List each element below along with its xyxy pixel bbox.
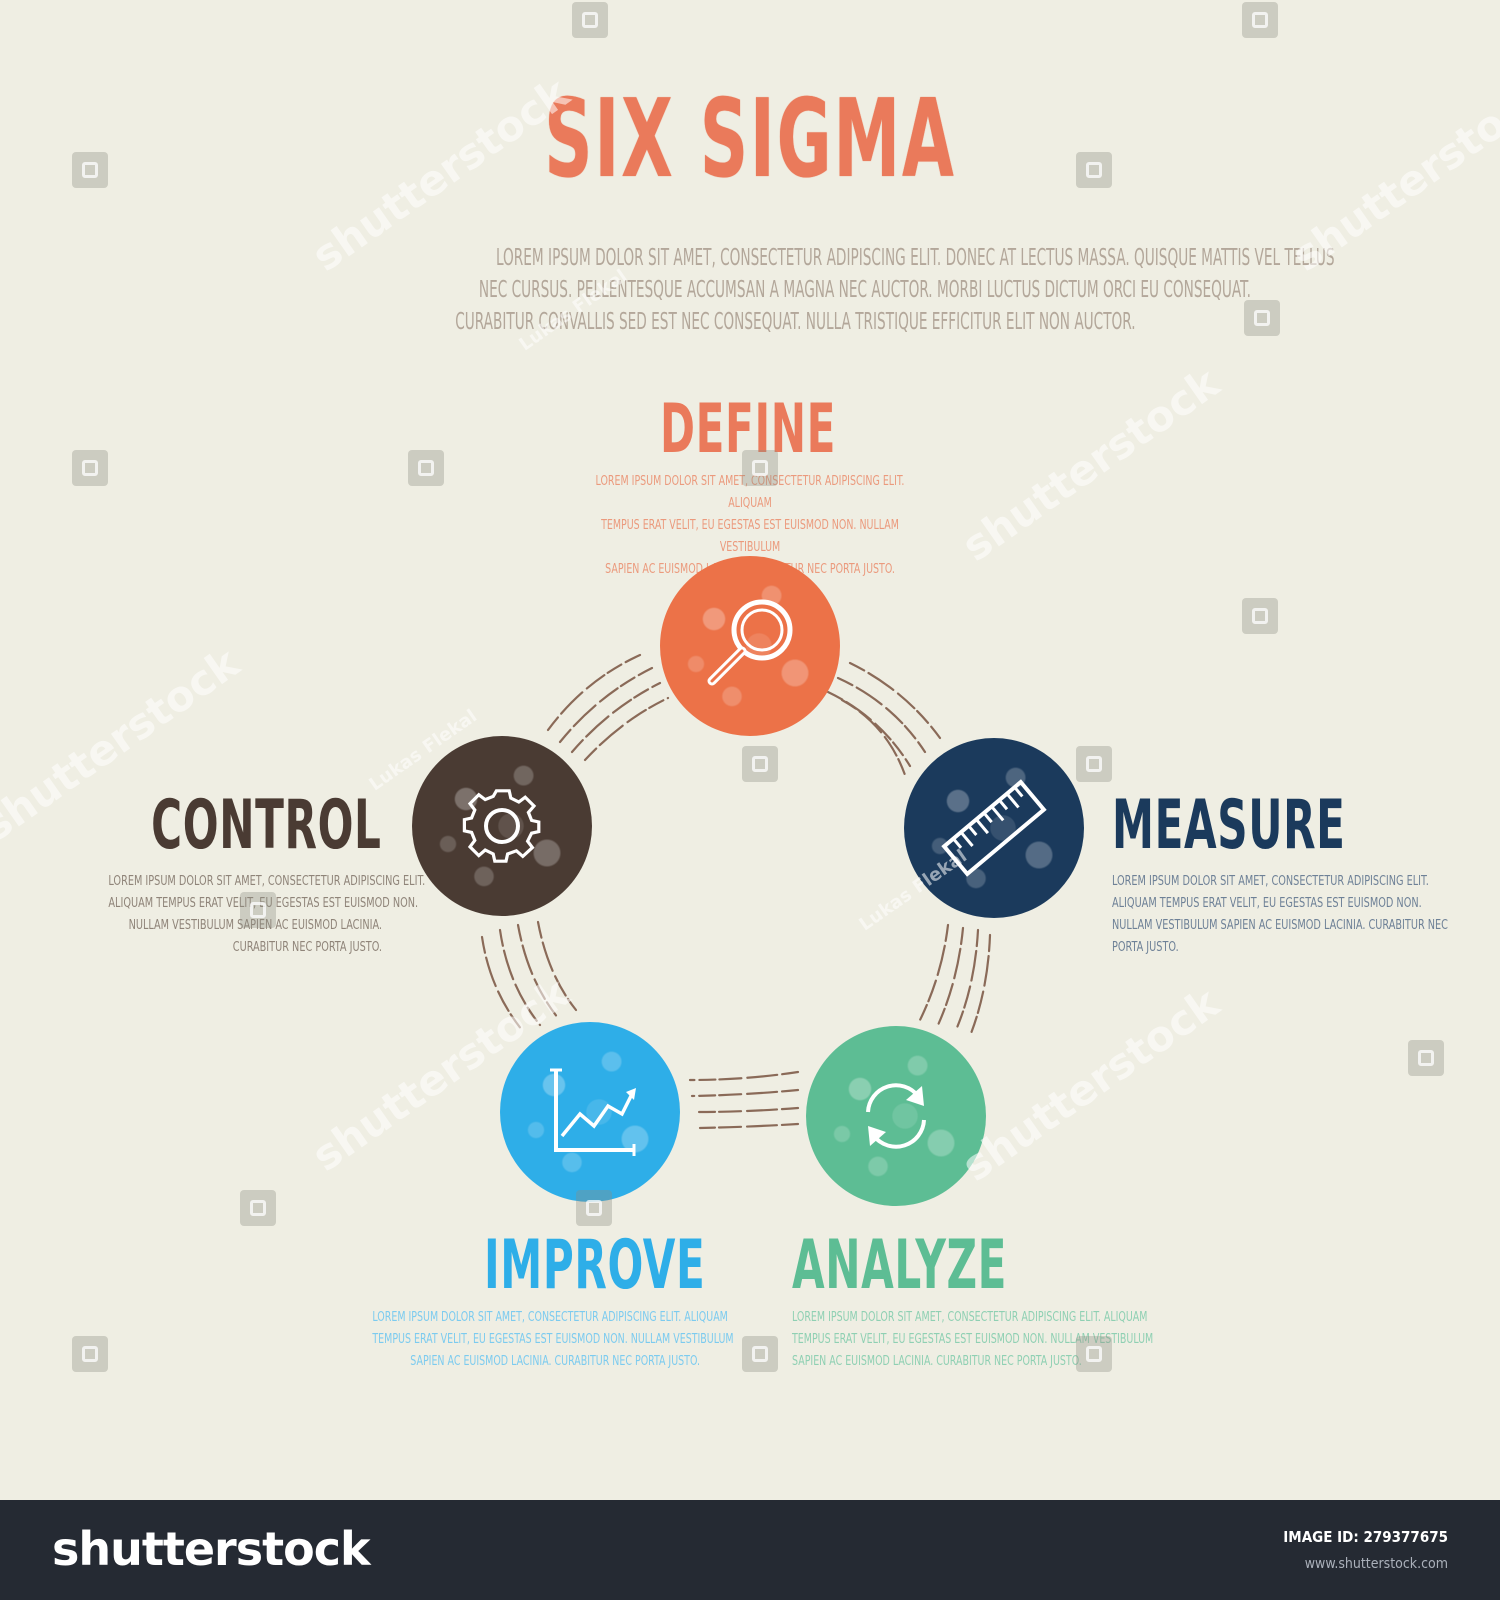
connector-define-measure <box>836 676 927 754</box>
connector-analyze-improve <box>690 1088 800 1098</box>
desc-line: LOREM IPSUM DOLOR SIT AMET, CONSECTETUR … <box>792 1309 1148 1325</box>
footer-logo[interactable]: shutterstock <box>52 1522 371 1576</box>
connector-improve-control <box>498 928 542 1027</box>
watermark-logo <box>742 1336 778 1372</box>
step-circle-define <box>660 556 840 736</box>
ruler-icon <box>941 779 1047 877</box>
connector-analyze-improve <box>696 1106 800 1114</box>
watermark-logo <box>72 152 108 188</box>
step-desc-improve: LOREM IPSUM DOLOR SIT AMET, CONSECTETUR … <box>280 1306 734 1372</box>
watermark-logo <box>1076 152 1112 188</box>
connector-control-define <box>583 696 670 762</box>
step-title-measure: MEASURE <box>1112 786 1346 865</box>
step-desc-measure: LOREM IPSUM DOLOR SIT AMET, CONSECTETUR … <box>1112 870 1492 958</box>
intro-line: CURABITUR CONVALLIS SED EST NEC CONSEQUA… <box>455 309 1136 335</box>
step-circle-analyze <box>806 1026 986 1206</box>
desc-line: TEMPUS ERAT VELIT, EU EGESTAS EST EUISMO… <box>601 517 899 555</box>
desc-line: SAPIEN AC EUISMOD LACINIA. CURABITUR NEC… <box>792 1353 1082 1369</box>
refresh-icon <box>866 1083 926 1149</box>
gear-icon <box>462 789 541 863</box>
watermark-logo <box>1076 1336 1112 1372</box>
watermark-logo <box>1408 1040 1444 1076</box>
footer-url[interactable]: www.shutterstock.com <box>1304 1556 1448 1572</box>
desc-line: LOREM IPSUM DOLOR SIT AMET, CONSECTETUR … <box>595 473 905 511</box>
cycle-connectors <box>480 653 992 1130</box>
desc-line: TEMPUS ERAT VELIT, EU EGESTAS EST EUISMO… <box>372 1331 734 1347</box>
connector-measure-analyze <box>936 926 965 1027</box>
watermark-logo <box>72 1336 108 1372</box>
connector-define-measure <box>848 661 942 740</box>
step-circle-control <box>412 736 592 916</box>
desc-line: SAPIEN AC EUISMOD LACINIA. CURABITUR NEC… <box>410 1353 700 1369</box>
footer-bar: shutterstock IMAGE ID: 279377675 www.shu… <box>0 1500 1500 1600</box>
desc-line: LOREM IPSUM DOLOR SIT AMET, CONSECTETUR … <box>372 1309 728 1325</box>
connector-analyze-improve <box>698 1122 800 1130</box>
watermark-logo <box>240 892 276 928</box>
connector-control-define <box>546 653 642 732</box>
watermark-logo <box>1076 746 1112 782</box>
connector-measure-analyze <box>918 923 950 1022</box>
step-desc-control: LOREM IPSUM DOLOR SIT AMET, CONSECTETUR … <box>40 870 426 958</box>
magnifier-icon <box>707 599 793 686</box>
intro-line: NEC CURSUS. PELLENTESQUE ACCUMSAN A MAGN… <box>478 277 1251 303</box>
watermark-logo <box>240 1190 276 1226</box>
watermark-logo <box>408 450 444 486</box>
connector-improve-control <box>516 923 560 1020</box>
desc-line: NULLAM VESTIBULUM SAPIEN AC EUISMOD LACI… <box>128 917 382 933</box>
step-title-control: CONTROL <box>151 786 382 865</box>
step-title-improve: IMPROVE <box>484 1226 706 1305</box>
step-desc-analyze: LOREM IPSUM DOLOR SIT AMET, CONSECTETUR … <box>792 1306 1212 1372</box>
watermark-logo <box>1242 598 1278 634</box>
desc-line: CURABITUR NEC PORTA JUSTO. <box>232 939 382 955</box>
desc-line: NULLAM VESTIBULUM SAPIEN AC EUISMOD LACI… <box>1112 917 1448 933</box>
connector-measure-analyze <box>968 933 992 1038</box>
step-circle-improve <box>500 1022 680 1202</box>
desc-line: ALIQUAM TEMPUS ERAT VELIT, EU EGESTAS ES… <box>1112 895 1422 911</box>
intro-line: LOREM IPSUM DOLOR SIT AMET, CONSECTETUR … <box>495 245 1335 271</box>
watermark-logo <box>576 1190 612 1226</box>
desc-line: PORTA JUSTO. <box>1112 939 1179 955</box>
connector-improve-control <box>480 935 524 1032</box>
desc-line: LOREM IPSUM DOLOR SIT AMET, CONSECTETUR … <box>1112 873 1429 889</box>
image-id: IMAGE ID: 279377675 <box>1283 1528 1448 1546</box>
step-title-analyze: ANALYZE <box>792 1226 1008 1305</box>
desc-line: TEMPUS ERAT VELIT, EU EGESTAS EST EUISMO… <box>792 1331 1154 1347</box>
desc-line: LOREM IPSUM DOLOR SIT AMET, CONSECTETUR … <box>108 873 426 889</box>
step-circle-measure <box>904 738 1084 918</box>
connector-define-measure <box>826 690 912 768</box>
watermark-logo <box>72 450 108 486</box>
connector-control-define <box>570 681 662 754</box>
watermark-logo <box>742 746 778 782</box>
page-title: SIX SIGMA <box>544 77 956 202</box>
watermark-logo <box>1244 300 1280 336</box>
connector-improve-control <box>536 920 578 1012</box>
connector-control-define <box>558 666 654 744</box>
intro-text: LOREM IPSUM DOLOR SIT AMET, CONSECTETUR … <box>280 242 1334 338</box>
connector-analyze-improve <box>688 1070 800 1082</box>
watermark-logo <box>742 450 778 486</box>
step-title-define: DEFINE <box>660 390 837 469</box>
connector-measure-analyze <box>954 928 980 1032</box>
growth-chart-icon <box>550 1068 636 1156</box>
connector-define-measure <box>840 698 907 777</box>
watermark-logo <box>572 2 608 38</box>
watermark-logo <box>1242 2 1278 38</box>
